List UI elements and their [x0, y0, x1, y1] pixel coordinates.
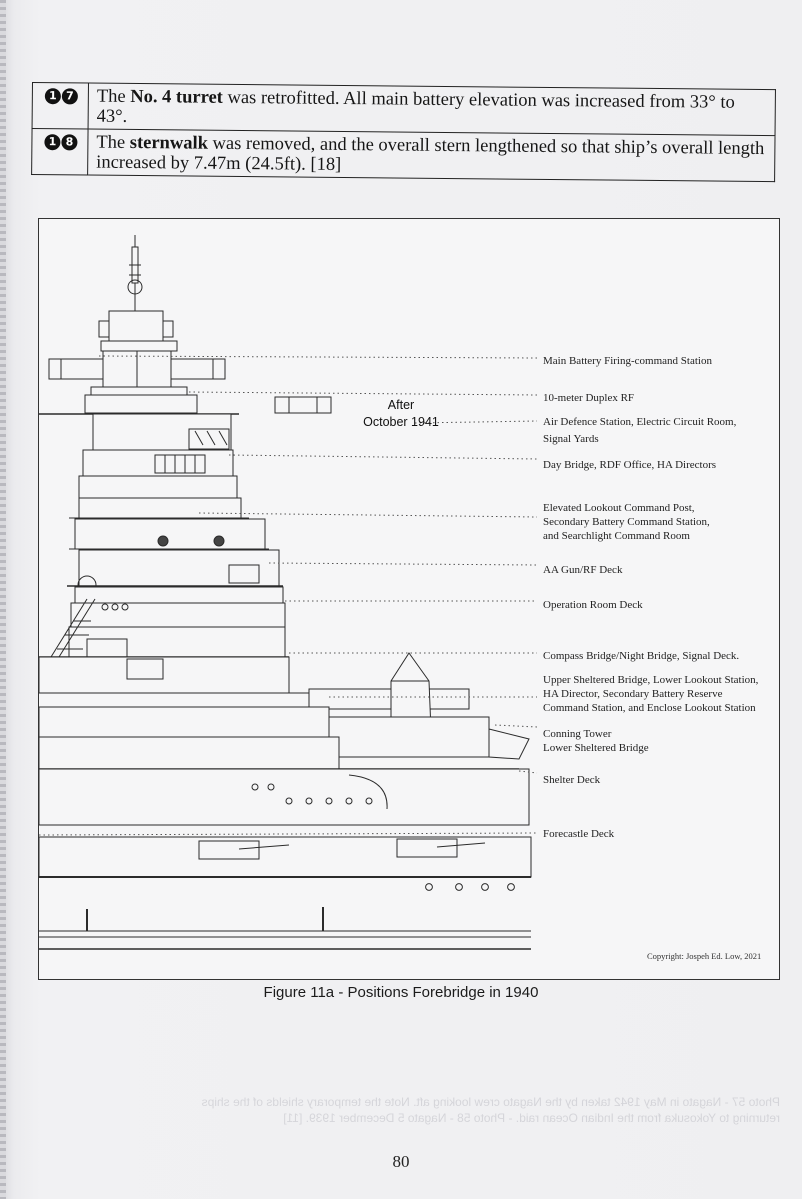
note-number-badge: 1 [44, 134, 61, 151]
copyright-notice: Copyright: Jospeh Ed. Low, 2021 [647, 951, 762, 961]
annotation-label: 10-meter Duplex RF [543, 392, 635, 404]
ship-drawing [39, 235, 538, 950]
annotation-label: Operation Room Deck [543, 599, 643, 611]
note-number-badge: 7 [61, 88, 78, 105]
annotation-label: Day Bridge, RDF Office, HA Directors [543, 459, 717, 471]
annotation-label: Air Defence Station, Electric Circuit Ro… [543, 416, 737, 445]
figure-frame: After October 1941 Main Battery Firing-c… [38, 218, 780, 980]
note-keyword: sternwalk [129, 132, 209, 154]
note-text: The sternwalk was removed, and the overa… [87, 129, 776, 182]
note-text: The No. 4 turret was retrofitted. All ma… [88, 83, 776, 136]
figure-caption: Figure 11a - Positions Forebridge in 194… [263, 984, 539, 1001]
note-number-badge: 1 [44, 88, 61, 105]
annotation-label: Upper Sheltered Bridge, Lower Lookout St… [543, 674, 759, 714]
note-number-badge: 8 [61, 134, 78, 151]
note-keyword: No. 4 turret [130, 86, 223, 108]
annotation-label: Main Battery Firing-command Station [543, 355, 712, 367]
annotation-label: Forecastle Deck [543, 828, 615, 840]
annotation-label: Elevated Lookout Command Post,Secondary … [543, 502, 710, 542]
annotation-label: Shelter Deck [543, 774, 601, 786]
bleed-through-text: Photo 57 - Nagato in May 1942 taken by t… [201, 1095, 780, 1125]
annotation-label: Compass Bridge/Night Bridge, Signal Deck… [543, 650, 740, 662]
after-october-1941-label: After October 1941 [363, 398, 439, 429]
book-spine [0, 0, 6, 1199]
page-number: 80 [392, 1152, 410, 1171]
annotation-label: AA Gun/RF Deck [543, 564, 623, 576]
